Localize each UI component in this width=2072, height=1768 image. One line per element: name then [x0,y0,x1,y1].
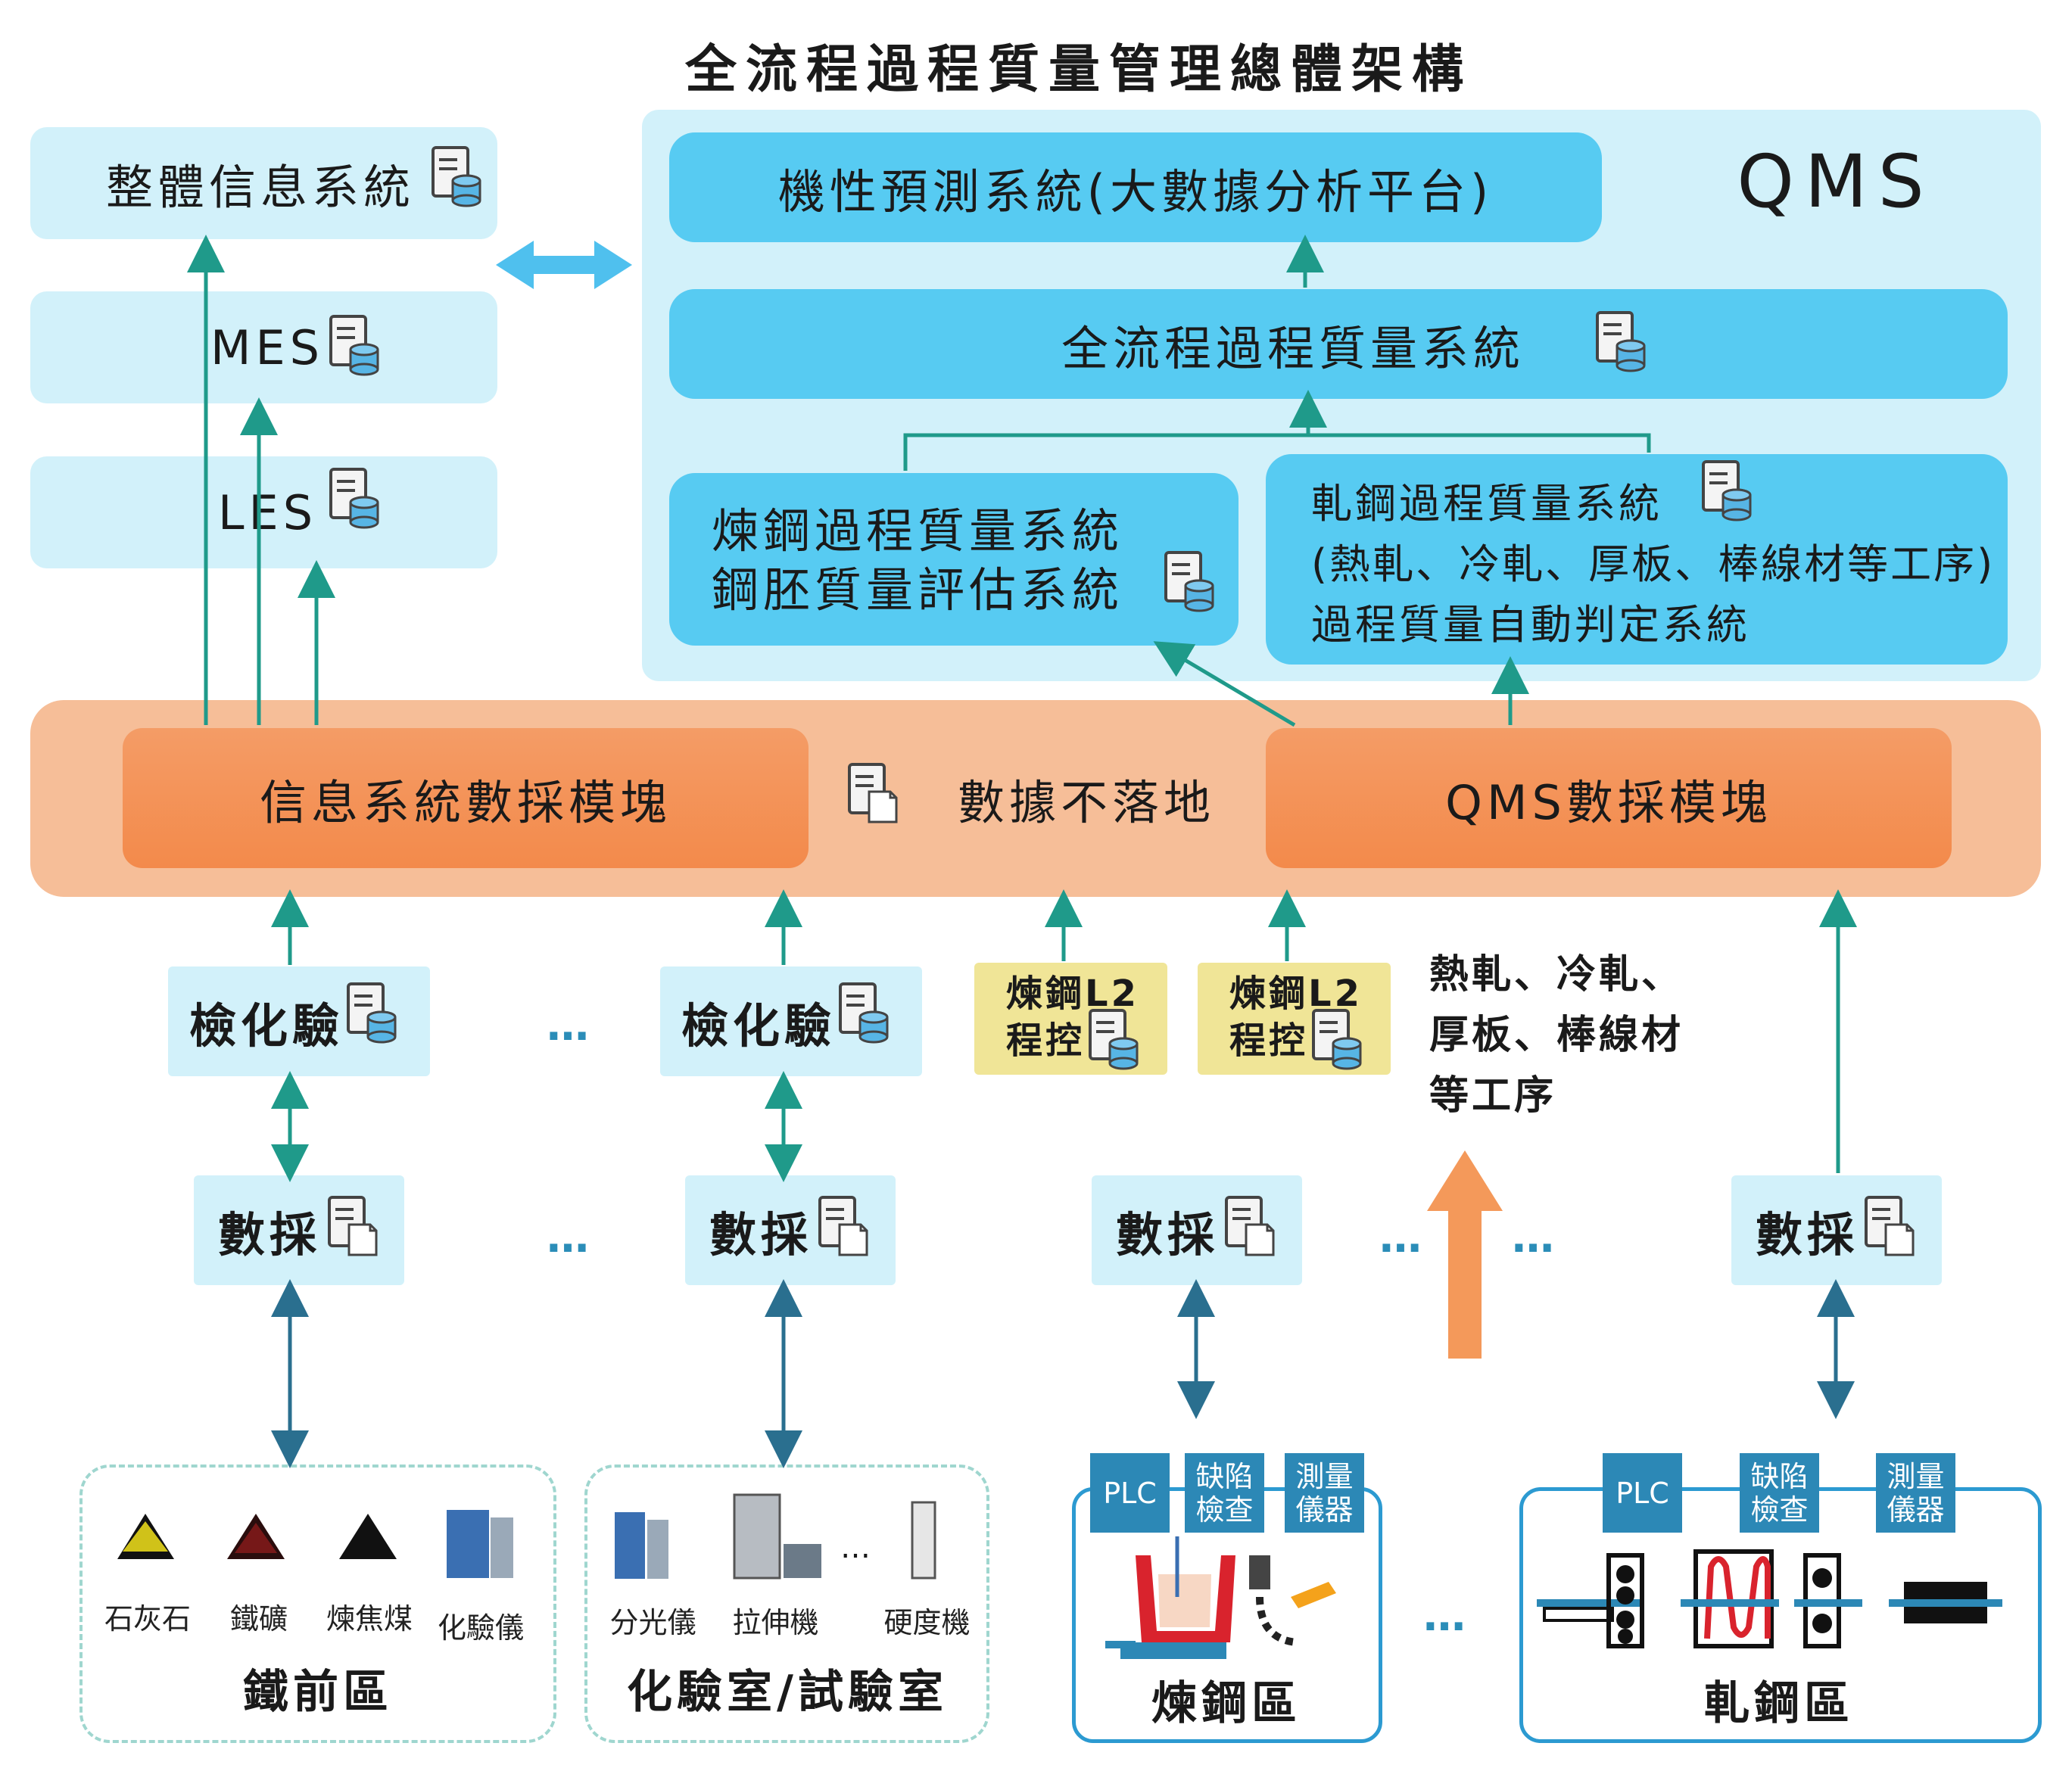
iron-front-area[interactable] [79,1465,556,1743]
steel-defect-line2: 檢查 [1195,1493,1254,1527]
rolling-quality-system[interactable]: 軋鋼過程質量系統 (熱軋、冷軋、厚板、棒線材等工序) 過程質量自動判定系統 [1266,454,2008,665]
prediction-system-label: 機性預測系統(大數據分析平台) [777,163,1494,219]
ellipsis-collect-2: … [1379,1212,1429,1262]
spectrometer-label: 分光儀 [609,1605,696,1639]
roll-defect-tag: 缺陷檢查 [1740,1453,1819,1533]
iron-ore-label: 鐵礦 [229,1601,288,1636]
collector-label-2: 數採 [709,1206,813,1262]
collector-label-3: 數採 [1116,1206,1220,1262]
qms-label: QMS [1737,139,1935,224]
chem-analyzer-label: 化驗儀 [437,1611,524,1645]
full-process-quality-system[interactable]: 全流程過程質量系統 [669,289,2008,399]
ellipsis-lab: … [547,1001,597,1051]
rolling-quality-line3: 過程質量自動判定系統 [1311,601,1750,649]
qms-module-label: QMS數採模塊 [1445,774,1772,830]
overall-info-system[interactable]: 整體信息系統 [30,127,497,239]
ellipsis-areas: … [1423,1591,1473,1641]
roll-measure-line2: 儀器 [1887,1493,1945,1527]
collector-label-4: 數採 [1756,1206,1859,1262]
iron-front-area-name: 鐵前區 [243,1665,393,1719]
mes-label: MES [210,319,325,375]
steel-measure-line2: 儀器 [1295,1493,1354,1527]
hardness-tester-label: 硬度機 [883,1605,971,1639]
roll-defect-line2: 檢查 [1750,1493,1809,1527]
steel-plc-tag: PLC [1090,1453,1170,1533]
collector-label-1: 數採 [218,1206,322,1262]
steelmaking-quality-system[interactable]: 煉鋼過程質量系統 鋼胚質量評估系統 [669,473,1239,646]
rolling-note-line1: 熱軋、冷軋、 [1429,952,1684,998]
rolling-quality-line1: 軋鋼過程質量系統 [1311,480,1662,528]
data-not-landing-label: 數據不落地 [957,775,1215,830]
tensile-tester-label: 拉伸機 [732,1605,819,1639]
steelmaking-area-name: 煉鋼區 [1151,1676,1301,1730]
lab-inspection-box-1[interactable]: 檢化驗 [168,966,430,1076]
overall-info-system-label: 整體信息系統 [106,160,416,215]
l2-line2-b: 程控 [1229,1019,1309,1062]
mes-system[interactable]: MES [30,291,497,403]
l2-line2-a: 程控 [1006,1019,1086,1062]
ellipsis-collect-3: … [1512,1212,1562,1262]
lab-inspection-box-2[interactable]: 檢化驗 [660,966,922,1076]
rolling-note-line3: 等工序 [1429,1073,1557,1119]
les-label: LES [218,484,318,540]
lab-inspection-label-2: 檢化驗 [681,998,837,1054]
roll-measure-tag: 測量儀器 [1876,1453,1955,1533]
les-system[interactable]: LES [30,456,497,568]
info-system-collect-module[interactable]: 信息系統數採模塊 [123,728,809,868]
lab-room-area-name: 化驗室/試驗室 [627,1665,948,1719]
l2-line1-a: 煉鋼L2 [1006,973,1139,1015]
ellipsis-lab-room: … [840,1530,871,1565]
steel-defect-line1: 缺陷 [1195,1459,1254,1493]
prediction-system[interactable]: 機性預測系統(大數據分析平台) [669,132,1602,242]
rolling-processes-note: 熱軋、冷軋、 厚板、棒線材 等工序 [1429,945,1747,1126]
steel-defect-tag: 缺陷檢查 [1185,1453,1264,1533]
steel-measure-line1: 測量 [1295,1459,1354,1493]
roll-plc-tag: PLC [1603,1453,1682,1533]
rolling-quality-line2: (熱軋、冷軋、厚板、棒線材等工序) [1311,540,1996,588]
lab-inspection-label-1: 檢化驗 [189,998,344,1054]
coking-coal-label: 煉焦煤 [326,1601,413,1636]
roll-measure-line1: 測量 [1887,1459,1945,1493]
rolling-note-line2: 厚板、棒線材 [1429,1013,1684,1058]
rolling-area-name: 軋鋼區 [1704,1676,1854,1730]
qms-collect-module[interactable]: QMS數採模塊 [1266,728,1952,868]
data-not-landing: 數據不落地 [927,757,1245,840]
limestone-label: 石灰石 [104,1601,191,1636]
steel-measure-tag: 測量儀器 [1285,1453,1364,1533]
l2-line1-b: 煉鋼L2 [1229,973,1363,1015]
ellipsis-collect-1: … [547,1212,597,1262]
page-title: 全流程過程質量管理總體架構 [684,39,1472,100]
steelmaking-quality-line1: 煉鋼過程質量系統 [712,503,1124,559]
info-module-label: 信息系統數採模塊 [259,774,671,830]
steelmaking-quality-line2: 鋼胚質量評估系統 [712,562,1124,618]
roll-defect-line1: 缺陷 [1750,1459,1809,1493]
full-process-quality-label: 全流程過程質量系統 [1061,320,1525,376]
